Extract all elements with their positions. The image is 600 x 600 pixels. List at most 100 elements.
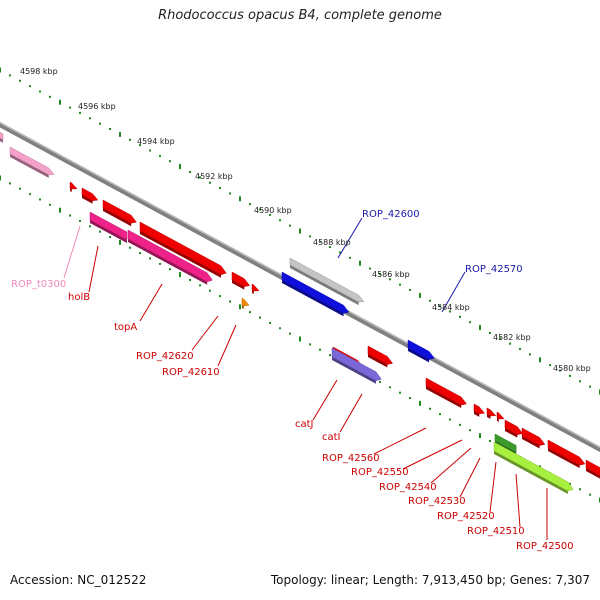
gene-rop-42550[interactable] [473,403,486,417]
outer-scale-tick [269,213,271,216]
gene-rop-42520[interactable] [521,427,546,449]
outer-scale-tick [129,138,131,141]
gene-red-e[interactable] [504,419,524,438]
outer-scale-tick [239,196,241,202]
inner-scale-tick [299,336,301,342]
outer-scale-tick [309,235,311,238]
outer-scale-tick [459,315,461,318]
inner-scale-tick [119,239,121,245]
outer-scale-tick [299,228,301,234]
outer-scale-tick [389,278,391,281]
gene-label-rop-t0300: ROP_t0300 [11,279,66,290]
scale-label-4598: 4598 kbp [20,67,58,76]
gene-label-rop-42550: ROP_42550 [351,467,409,478]
gene-rop-42530[interactable] [496,411,505,422]
gene-red-b[interactable] [102,199,137,227]
inner-scale-tick [219,295,221,298]
inner-scale-tick [109,236,111,239]
outer-scale-tick [579,380,581,383]
outer-scale-tick [449,310,451,313]
outer-scale-tick [329,246,331,249]
gene-rop-42620[interactable] [139,221,227,278]
inner-scale-tick [269,321,271,324]
outer-scale-tick [489,331,491,334]
gene-lime[interactable] [493,441,574,494]
gene-rop-42610[interactable] [241,297,250,309]
leader-rop-42570 [441,271,466,313]
gene-rop-t0300-left[interactable] [9,146,55,178]
gene-cati[interactable] [331,347,382,384]
outer-scale-tick [189,170,191,173]
outer-scale-tick [469,321,471,324]
gene-topa[interactable] [127,229,213,285]
scale-label-4588: 4588 kbp [313,238,351,247]
inner-scale-tick [149,257,151,260]
inner-scale-tick [229,300,231,303]
leader-holb [88,245,99,293]
outer-scale-tick [289,224,291,227]
gene-red-c[interactable] [231,271,251,290]
scale-label-4596: 4596 kbp [78,102,116,111]
leader-rop-t0300 [63,225,81,279]
leader-rop-42620 [191,315,219,351]
topology-text: Topology: linear; Length: 7,913,450 bp; … [270,573,590,587]
gene-label-topa: topA [114,322,137,333]
outer-scale-tick [409,289,411,292]
inner-scale-tick [189,278,191,281]
inner-scale-tick [179,272,181,278]
outer-scale-tick [319,240,321,243]
outer-scale-tick [399,283,401,286]
gene-label-catj: catJ [295,419,314,430]
inner-scale-tick [439,413,441,416]
outer-scale-tick [559,369,561,372]
gene-rop-42600[interactable] [289,257,365,306]
gene-rop-42560[interactable] [425,377,467,409]
gene-holb[interactable] [89,211,128,243]
outer-scale-tick [179,164,181,170]
gene-pink-edge[interactable] [0,130,4,143]
outer-scale-tick [479,325,481,331]
outer-scale-tick [49,95,51,98]
gene-label-rop-42570: ROP_42570 [465,264,523,275]
gene-small-red-1[interactable] [69,181,78,192]
gene-red-d[interactable] [367,345,394,368]
scale-label-4590: 4590 kbp [254,206,292,215]
gene-red-a[interactable] [81,187,99,204]
inner-scale-tick [589,493,591,496]
inner-scale-tick [449,418,451,421]
inner-scale-tick [29,193,31,196]
gene-red-f[interactable] [585,459,600,481]
gene-label-rop-42600: ROP_42600 [362,209,420,220]
inner-scale-tick [89,225,91,228]
inner-scale-tick [69,214,71,217]
outer-scale-tick [549,364,551,367]
genome-title: Rhodococcus opacus B4, complete genome [158,8,442,23]
outer-scale-tick [419,292,421,298]
outer-scale-tick [529,353,531,356]
gene-blue-main[interactable] [281,271,350,317]
gene-red-small-2[interactable] [251,283,260,294]
inner-scale-tick [169,268,171,271]
outer-scale-tick [119,131,121,137]
outer-scale-tick [39,90,41,93]
outer-scale-tick [29,85,31,88]
gene-rop-42510[interactable] [547,439,586,469]
accession-text: Accession: NC_012522 [10,573,147,587]
gene-rop-42540[interactable] [486,407,497,419]
inner-scale-tick [129,246,131,249]
leader-rop-42520 [489,461,497,513]
inner-scale-tick [49,203,51,206]
inner-scale-tick [249,311,251,314]
outer-scale-ticks [0,67,600,395]
outer-scale-tick [379,272,381,275]
inner-scale-tick [39,198,41,201]
inner-scale-tick [199,284,201,287]
inner-scale-tick [259,316,261,319]
gene-rop-42570[interactable] [407,339,435,363]
leader-rop-42540 [430,447,472,484]
inner-scale-tick [79,219,81,222]
label-leader-lines [63,217,548,540]
inner-scale-tick [0,175,1,181]
outer-scale-tick [439,305,441,308]
